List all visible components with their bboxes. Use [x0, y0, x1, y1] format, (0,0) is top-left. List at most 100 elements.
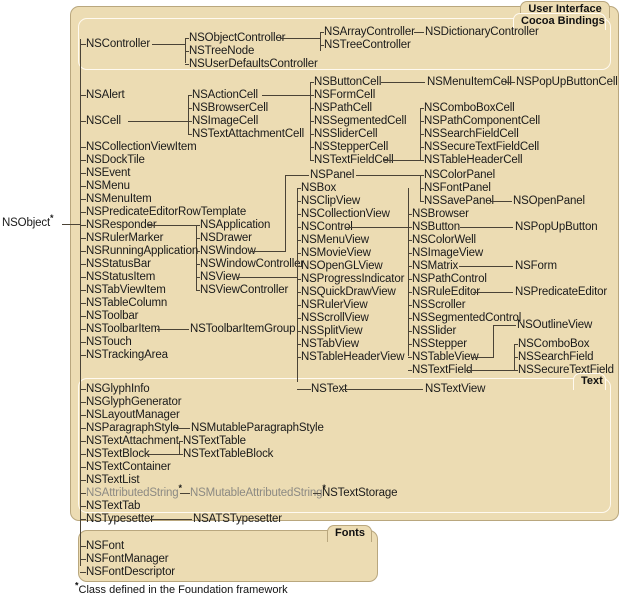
edge-nsactioncell-right — [262, 95, 310, 96]
node-nsmenuview: NSMenuView — [301, 234, 369, 246]
edge-arraycontroller-to-dictionarycontroller — [414, 32, 424, 33]
node-nsfontmanager: NSFontManager — [86, 553, 169, 565]
edge-to-nscontrol — [297, 227, 301, 228]
edge-to-nstableheaderview — [297, 357, 301, 358]
node-nsattributedstring: NSAttributedString* — [86, 483, 182, 499]
node-nsbrowser: NSBrowser — [412, 208, 469, 220]
edge-trunk-nstablecolumn — [80, 303, 86, 304]
node-nstextstorage: NSTextStorage — [322, 487, 398, 499]
node-nscomboboxcell: NSComboBoxCell — [424, 102, 515, 114]
edge-to-nsbutton — [408, 227, 412, 228]
edge-trunk-nsglyphgenerator — [80, 402, 86, 403]
edge-typesetter-to-ats — [150, 519, 192, 520]
node-nsbox: NSBox — [301, 182, 337, 194]
edge-to-nssegmentedcell — [310, 121, 314, 122]
node-nspopupbuttoncell: NSPopUpButtonCell — [516, 76, 618, 88]
edge-root-to-trunk — [62, 224, 80, 225]
node-nsform: NSForm — [515, 260, 557, 272]
edge-nsview-right — [237, 277, 297, 278]
node-nsarraycontroller: NSArrayController — [324, 26, 415, 38]
node-nsobjectcontroller: NSObjectController — [189, 32, 286, 44]
edge-nscontrol-children — [408, 188, 409, 356]
node-nsrulerview: NSRulerView — [301, 299, 368, 311]
node-nsdrawer: NSDrawer — [200, 232, 252, 244]
edge-trunk-nstexttab — [80, 506, 86, 507]
node-nsquickdrawview: NSQuickDrawView — [301, 286, 396, 298]
node-nsmutableattributedstring: NSMutableAttributedString* — [190, 483, 326, 499]
node-nswindowcontroller: NSWindowController — [200, 258, 305, 270]
node-nsview: NSView — [200, 271, 240, 283]
node-nstoolbaritemgroup: NSToolbarItemGroup — [190, 323, 296, 335]
node-nstreenode: NSTreeNode — [189, 45, 255, 57]
node-nsdictionarycontroller: NSDictionaryController — [425, 26, 539, 38]
edge-to-nsuserdefaultscontroller — [185, 64, 189, 65]
node-nsopenglview: NSOpenGLView — [301, 260, 383, 272]
edge-to-nssteppercell — [310, 147, 314, 148]
node-nsbutton: NSButton — [412, 221, 461, 233]
edge-paragraphstyle-to-mutable — [176, 428, 190, 429]
group-tab-text: Text — [573, 373, 606, 390]
node-nstextattachmentcell: NSTextAttachmentCell — [192, 128, 305, 140]
edge-to-nsarraycontroller — [320, 32, 324, 33]
node-nstexttab: NSTextTab — [86, 500, 141, 512]
edge-trunk-nsmenu — [80, 186, 86, 187]
node-nsuserdefaultscontroller: NSUserDefaultsController — [189, 58, 318, 70]
edge-trunk-nsfontdescriptor — [80, 572, 86, 573]
edge-riser-to-nspanel — [285, 175, 309, 176]
node-nsprogressindicator: NSProgressIndicator — [301, 273, 405, 285]
node-nstextfield: NSTextField — [412, 364, 473, 376]
node-nspredicateeditorrowtemplate: NSPredicateEditorRowTemplate — [86, 206, 247, 218]
edge-trunk-nstabviewitem — [80, 290, 86, 291]
node-nstablecolumn: NSTableColumn — [86, 297, 168, 309]
node-nstrackingarea: NSTrackingArea — [86, 349, 168, 361]
node-nspopupbutton: NSPopUpButton — [515, 221, 598, 233]
node-nspredicateeditor: NSPredicateEditor — [515, 286, 608, 298]
node-nsalert: NSAlert — [86, 89, 125, 101]
edge-to-nsbox — [297, 188, 301, 189]
node-nspathcell: NSPathCell — [314, 102, 372, 114]
node-nsclipview: NSClipView — [301, 195, 361, 207]
node-nssteppercell: NSStepperCell — [314, 141, 389, 153]
edge-to-nstableheadercell — [420, 160, 424, 161]
node-nsfontpanel: NSFontPanel — [424, 182, 491, 194]
edge-to-nsimagecell — [188, 121, 192, 122]
node-nstextfieldcell: NSTextFieldCell — [314, 154, 394, 166]
edge-trunk-nsstatusbar — [80, 264, 86, 265]
edge-trunk-nscollectionviewitem — [80, 147, 86, 148]
node-nsmatrix: NSMatrix — [412, 260, 459, 272]
edge-to-nstextfield — [408, 370, 412, 371]
node-nsactioncell: NSActionCell — [192, 89, 258, 101]
edge-savepanel-to-openpanel — [490, 201, 512, 202]
edge-buttoncell-to-menuitemcell — [381, 82, 425, 83]
node-nscollectionviewitem: NSCollectionViewItem — [86, 141, 197, 153]
edge-nsview-children — [297, 188, 298, 382]
edge-to-nsrulerview — [297, 305, 301, 306]
edge-to-nsformcell — [310, 95, 314, 96]
edge-nstableview-right — [471, 357, 493, 358]
edge-to-nsbrowser — [408, 214, 412, 215]
edge-to-nsprogressindicator — [297, 279, 301, 280]
edge-to-nssearchfield — [514, 357, 518, 358]
edge-trunk-nsfontmanager — [80, 559, 86, 560]
node-nsresponder: NSResponder — [86, 219, 157, 231]
node-nstoolbar: NSToolbar — [86, 310, 139, 322]
edge-to-nsbrowsercell — [188, 108, 192, 109]
node-nstableview: NSTableView — [412, 351, 479, 363]
edge-mutable-to-textstorage — [313, 493, 321, 494]
edge-trunk-nsresponder — [80, 225, 86, 226]
node-nsparagraphstyle: NSParagraphStyle — [86, 422, 179, 434]
node-nscell: NSCell — [86, 115, 121, 127]
node-nscontrol: NSControl — [301, 221, 353, 233]
edge-trunk-nsevent — [80, 173, 86, 174]
node-nssearchfieldcell: NSSearchFieldCell — [424, 128, 519, 140]
edge-to-nsbuttoncell — [310, 82, 314, 83]
node-nssegmentedcontrol: NSSegmentedControl — [412, 312, 522, 324]
edge-nstextfield-right — [466, 370, 514, 371]
edge-to-nstreecontroller — [320, 45, 324, 46]
edge-to-nstableview — [408, 357, 412, 358]
edge-to-nsscroller — [408, 305, 412, 306]
edge-textfieldcell-to-group — [383, 160, 420, 161]
node-nspathcontrol: NSPathControl — [412, 273, 487, 285]
node-nssecuretextfieldcell: NSSecureTextFieldCell — [424, 141, 540, 153]
edge-nsobjectcontroller-right — [280, 38, 320, 39]
